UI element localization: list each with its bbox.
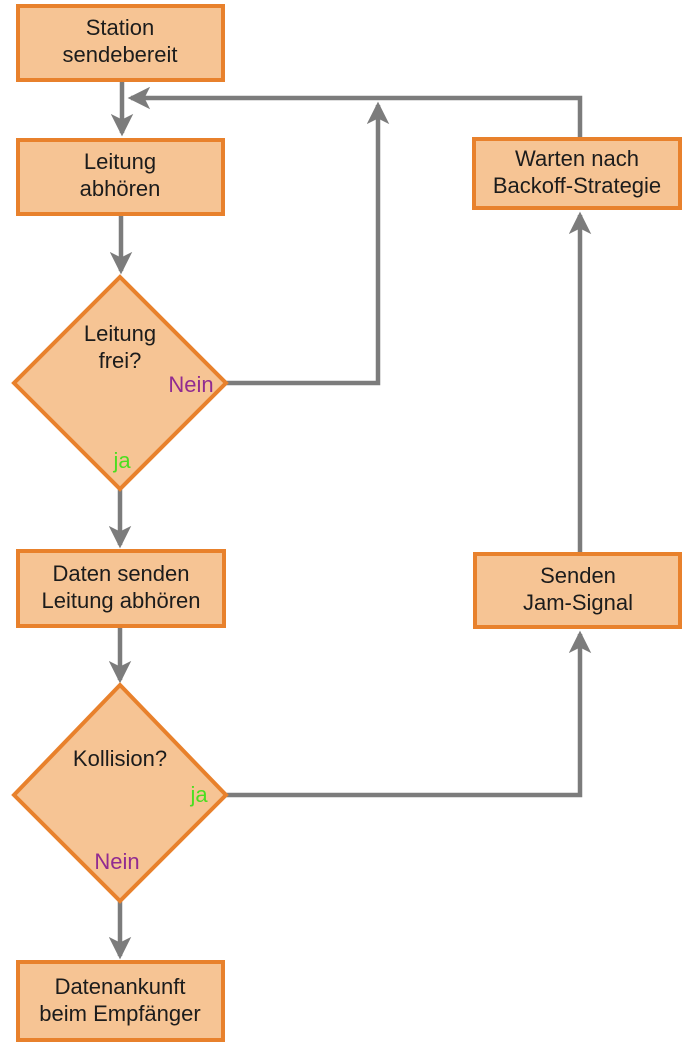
decision-leitung-frei: Leitung frei? xyxy=(11,274,229,492)
node-text-line2: Backoff-Strategie xyxy=(493,173,661,198)
process-box xyxy=(16,960,225,1042)
process-station-sendebereit: Station sendebereit xyxy=(16,4,225,82)
decision-diamond xyxy=(11,274,229,492)
arrow-leitung-frei-nein-to-feedback xyxy=(226,101,390,386)
process-box xyxy=(16,549,226,628)
process-leitung-abhoeren: Leitung abhören xyxy=(16,138,225,216)
node-text-line1: Kollision? xyxy=(73,746,167,771)
node-text-line2: abhören xyxy=(80,176,161,201)
label-leitung-frei-ja: ja xyxy=(112,448,131,473)
label-leitung-frei-nein: Nein xyxy=(168,372,213,397)
node-text-line1: Leitung xyxy=(84,321,156,346)
process-box xyxy=(473,552,682,629)
decision-kollision: Kollision? xyxy=(11,682,229,904)
node-text-line1: Station xyxy=(86,15,155,40)
node-text-line1: Leitung xyxy=(84,149,156,174)
node-text-line1: Datenankunft xyxy=(55,974,186,999)
decision-diamond xyxy=(11,682,229,904)
process-senden-jam: Senden Jam-Signal xyxy=(473,552,682,629)
process-daten-senden: Daten senden Leitung abhören xyxy=(16,549,226,628)
node-text-line1: Senden xyxy=(540,563,616,588)
node-text-line2: Leitung abhören xyxy=(41,588,200,613)
process-datenankunft: Datenankunft beim Empfänger xyxy=(16,960,225,1042)
node-text-line1: Daten senden xyxy=(53,561,190,586)
node-text-line2: beim Empfänger xyxy=(39,1001,200,1026)
label-kollision-ja: ja xyxy=(189,782,208,807)
node-text-line2: Jam-Signal xyxy=(523,590,633,615)
process-warten-backoff: Warten nach Backoff-Strategie xyxy=(472,137,682,210)
arrow-kollision-ja-to-senden-jam xyxy=(226,630,592,798)
arrow-warten-feedback-to-leitung xyxy=(127,86,583,137)
node-text-line1: Warten nach xyxy=(515,146,639,171)
node-text-line2: frei? xyxy=(99,348,142,373)
process-box xyxy=(472,137,682,210)
node-text-line2: sendebereit xyxy=(63,42,178,67)
label-kollision-nein: Nein xyxy=(94,849,139,874)
process-box xyxy=(16,138,225,216)
process-box xyxy=(16,4,225,82)
